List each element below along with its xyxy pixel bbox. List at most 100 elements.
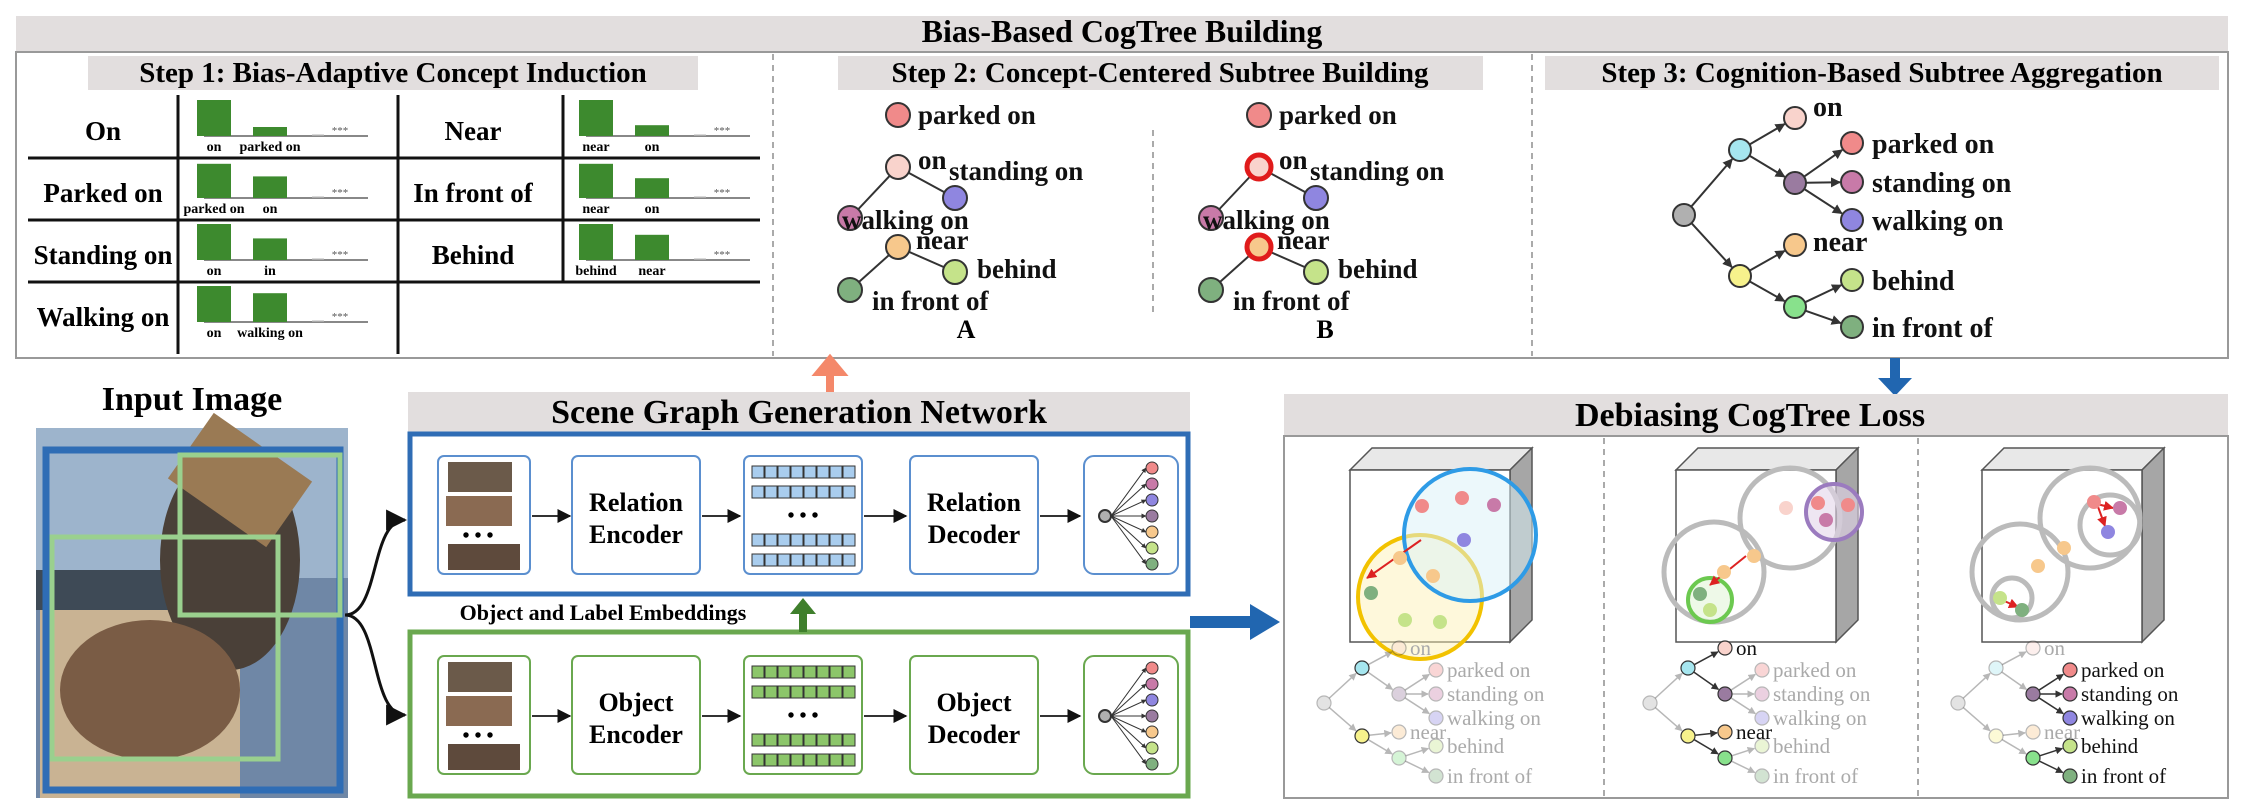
node-label: in front of	[1447, 764, 1532, 788]
node-label: near	[2044, 720, 2080, 744]
tree-node	[1428, 738, 1444, 754]
node-walking-on	[1840, 208, 1864, 232]
tree-node	[1428, 686, 1444, 702]
tree-node	[1428, 710, 1444, 726]
node-label: parked on	[2081, 658, 2165, 682]
feature-space-cube	[1835, 446, 1859, 644]
feature-cell	[790, 685, 804, 699]
tree-node	[1428, 768, 1444, 784]
relation-branch	[407, 431, 1191, 597]
root-node	[1672, 203, 1696, 227]
tree-node	[1950, 695, 1966, 711]
frequency-bar	[312, 320, 324, 322]
tree-edge	[1405, 746, 1430, 757]
node-label: near	[1277, 225, 1330, 255]
feature-cell	[803, 665, 817, 679]
tree-node	[1680, 660, 1696, 676]
embeddings-label: Object and Label Embeddings	[460, 600, 747, 625]
node-label: in front of	[1233, 286, 1351, 316]
feature-cell	[751, 553, 765, 567]
more-marker: ***	[332, 125, 349, 137]
feature-cell	[816, 553, 830, 567]
node-label: behind	[1338, 254, 1418, 284]
node-label: walking on	[1773, 706, 1867, 730]
tree-node	[1754, 768, 1770, 784]
tree-node	[1680, 728, 1696, 744]
tree-edge	[1404, 760, 1430, 774]
feature-cell	[829, 733, 843, 747]
feature-point	[1819, 513, 1833, 527]
feature-cell	[777, 753, 791, 767]
feature-point	[2057, 541, 2071, 555]
to-loss-arrow-head	[1250, 604, 1280, 640]
frequency-bar	[197, 163, 231, 198]
tree-edge	[1368, 729, 1392, 738]
node-label: near	[1736, 720, 1772, 744]
concept-node-near	[1728, 264, 1752, 288]
input-title: Input Image	[102, 381, 282, 418]
frequency-bar	[694, 196, 706, 198]
node-standing-on	[1840, 170, 1864, 194]
frequency-bar	[253, 293, 287, 322]
feature-point	[1426, 569, 1440, 583]
panel-b-label: B	[1316, 315, 1333, 344]
tree-edge	[1804, 284, 1843, 304]
frequency-bar	[197, 224, 231, 260]
tree-edge	[2038, 673, 2064, 691]
feature-point	[1364, 586, 1378, 600]
output-node	[1145, 493, 1159, 507]
feature-cell	[816, 733, 830, 747]
feature-cell	[829, 685, 843, 699]
cluster-circle	[1804, 482, 1864, 542]
node-label: walking on	[1872, 206, 2004, 237]
banner-title: Bias-Based CogTree Building	[922, 13, 1323, 49]
feature-cell	[764, 553, 778, 567]
subconcept-node	[1783, 171, 1807, 195]
tree-edge	[1110, 515, 1147, 533]
feature-ellipsis: • • •	[787, 705, 818, 727]
down-arrow-head	[1878, 378, 1912, 396]
tree-node	[2062, 738, 2078, 754]
frequency-bar	[197, 100, 231, 136]
node-near	[1244, 232, 1274, 262]
tree-edge	[1693, 651, 1719, 666]
feature-cell	[764, 685, 778, 699]
roi-thumbnail	[446, 496, 512, 526]
frequency-bar	[312, 134, 324, 136]
tree-node	[1754, 710, 1770, 726]
tree-node	[2025, 686, 2041, 702]
feature-point	[1779, 501, 1793, 515]
frequency-bar	[312, 196, 324, 198]
decoder-box	[909, 655, 1039, 775]
more-marker: ***	[714, 125, 731, 137]
feature-point	[1433, 615, 1447, 629]
feature-cell	[829, 485, 843, 499]
tree-edge	[1748, 154, 1786, 178]
node-label: walking on	[842, 205, 969, 235]
step2-header	[838, 56, 1483, 90]
cluster-circle	[1969, 521, 2071, 623]
feature-point	[1693, 587, 1707, 601]
feature-cell	[803, 685, 817, 699]
node-on	[1244, 152, 1274, 182]
frequency-bar	[197, 286, 231, 322]
tree-edge	[1654, 707, 1683, 732]
node-label: parked on	[918, 100, 1036, 130]
step1-header	[88, 56, 698, 90]
tree-node	[1717, 640, 1733, 656]
bar-label: on	[645, 202, 660, 217]
cluster-circle	[1402, 467, 1538, 603]
step2-title: Step 2: Concept-Centered Subtree Buildin…	[891, 57, 1429, 89]
tree-node	[1717, 750, 1733, 766]
bar-label: in	[264, 264, 276, 279]
output-node	[1145, 661, 1159, 675]
tree-edge	[1730, 673, 1756, 691]
tree-edge	[1731, 746, 1756, 757]
tree-edge	[1730, 697, 1756, 715]
feature-cell	[751, 465, 765, 479]
feature-cell	[777, 665, 791, 679]
